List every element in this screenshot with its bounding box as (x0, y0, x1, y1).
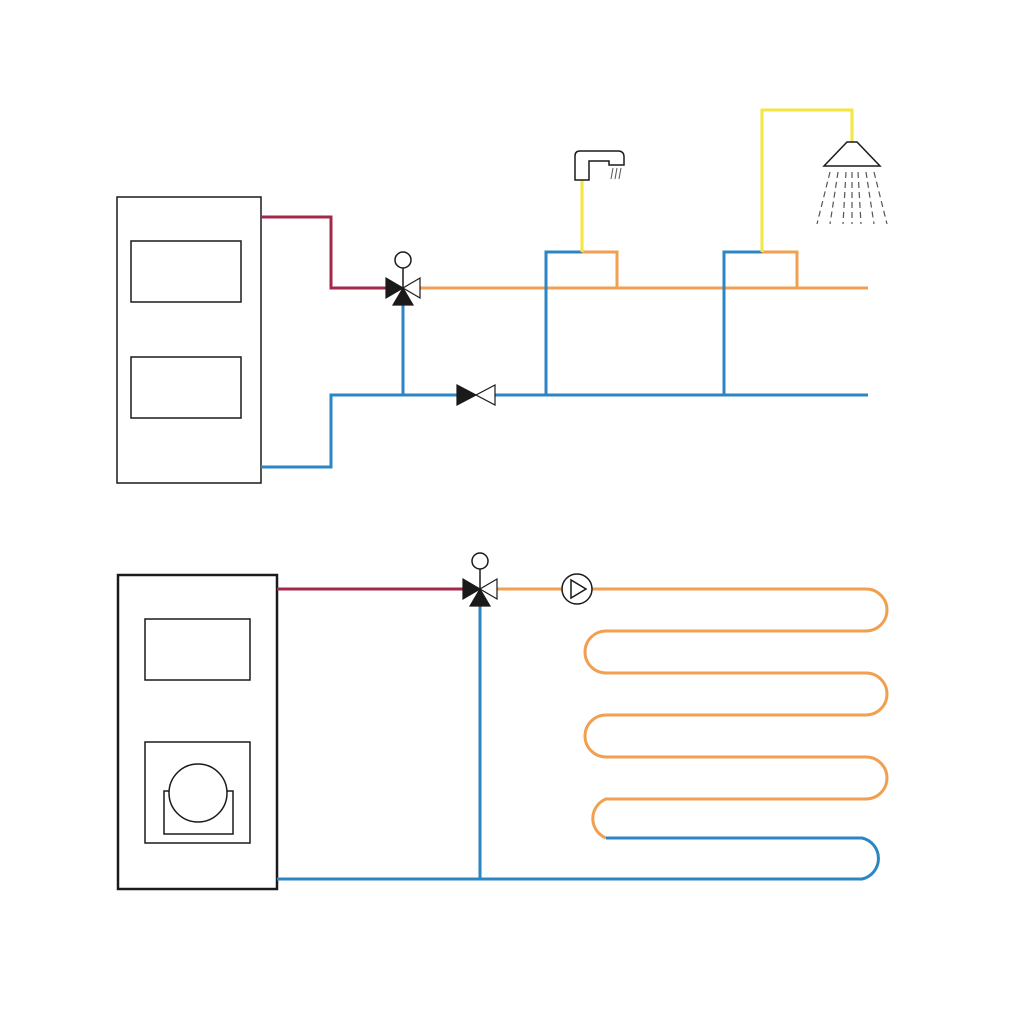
underfloor-heating-system (116, 552, 889, 891)
shower-riser (760, 108, 854, 252)
floor-loop-pipe (497, 587, 889, 840)
boiler-unit-icon (116, 196, 262, 484)
warm-branch-shower (762, 250, 799, 288)
hot-supply-pipe (261, 215, 392, 290)
two-way-valve-icon (456, 384, 496, 406)
cold-branch-shower (722, 250, 762, 395)
circulation-pump-icon (561, 573, 593, 605)
domestic-hot-water-system (116, 108, 888, 484)
warm-branch-faucet (582, 250, 619, 288)
three-way-mixing-valve-icon (385, 251, 421, 306)
cold-branch-faucet (544, 250, 582, 395)
faucet-icon (574, 150, 625, 181)
return-pipe (261, 393, 460, 469)
storage-tank-unit-icon (116, 573, 279, 891)
floor-return-pipe (277, 836, 880, 881)
floor-mixing-valve-icon (462, 552, 498, 607)
shower-head-icon (816, 141, 888, 225)
